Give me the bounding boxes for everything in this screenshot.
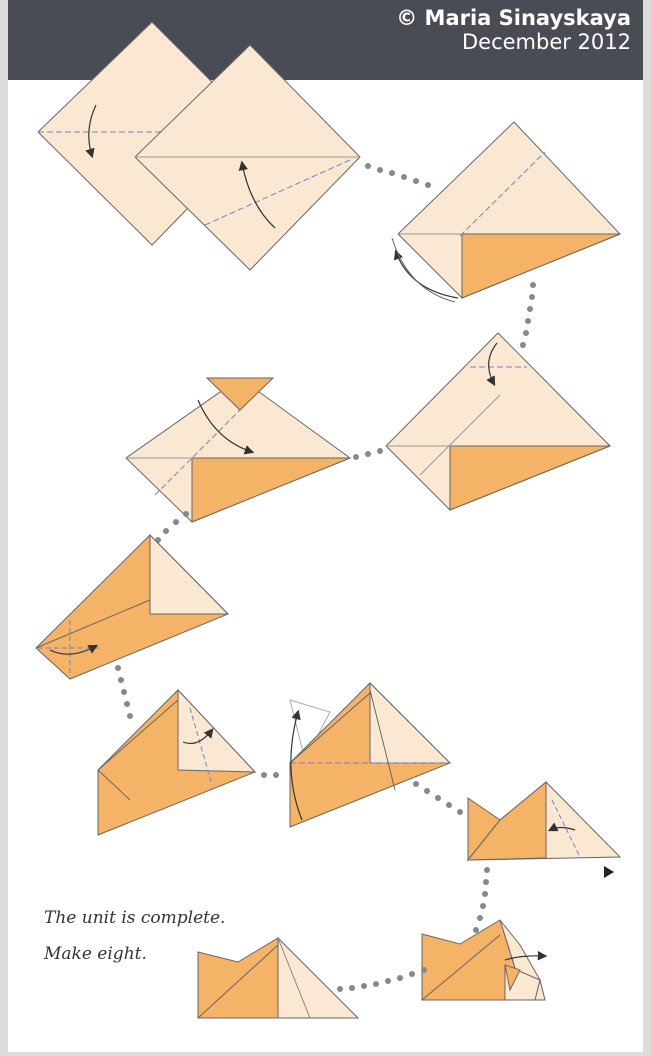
step-connector-dots-3	[353, 448, 383, 460]
step-1	[38, 22, 360, 270]
step-7	[290, 683, 450, 827]
step-connector-dots-4	[155, 511, 189, 543]
step-2	[392, 122, 620, 302]
note-line-2: Make eight.	[44, 936, 225, 972]
step-connector-dots-6	[261, 772, 279, 778]
step-6	[98, 690, 255, 835]
step-connector-dots-9	[337, 967, 427, 992]
step-3	[386, 333, 610, 510]
step-connector-dots-5	[115, 665, 133, 719]
step-connector-dots-2	[520, 282, 536, 348]
step-connector-dots-7	[413, 781, 463, 815]
step-9	[422, 920, 545, 1000]
step-connector-dots-1	[365, 163, 431, 188]
note-line-1: The unit is complete.	[44, 900, 225, 936]
completion-note: The unit is complete. Make eight.	[44, 900, 225, 972]
step-4	[126, 378, 350, 522]
step-8	[468, 782, 620, 878]
step-5	[36, 535, 228, 679]
